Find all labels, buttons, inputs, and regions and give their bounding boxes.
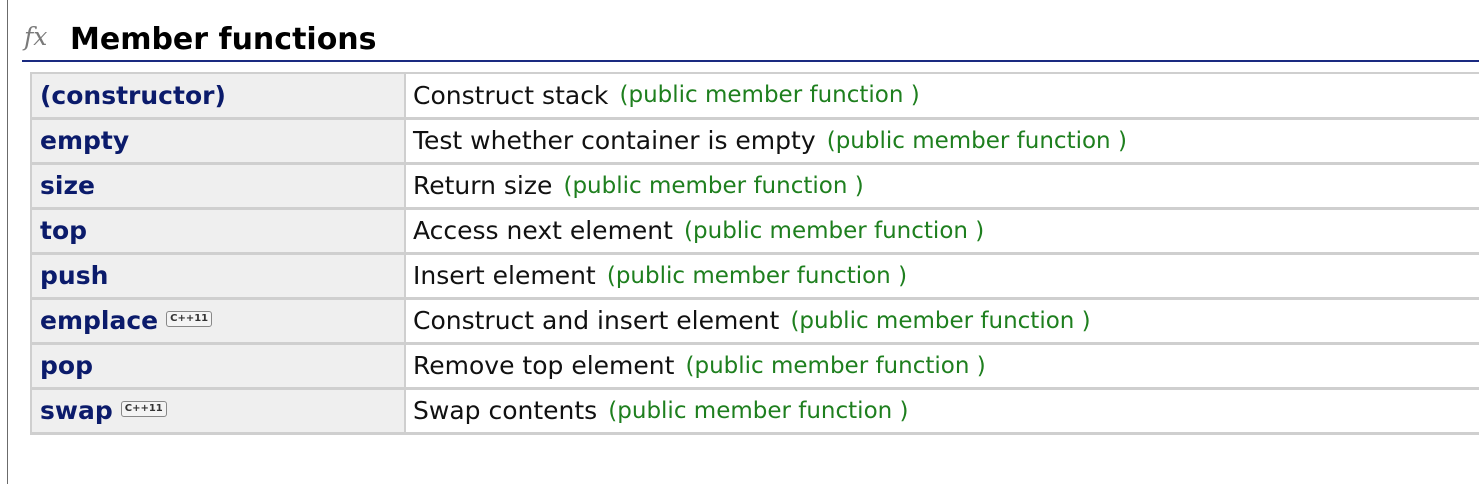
table-row: push Insert element (public member funct…	[30, 252, 1479, 300]
page-left-border	[0, 0, 8, 484]
function-link-push[interactable]: push	[40, 261, 109, 290]
function-link-top[interactable]: top	[40, 216, 88, 245]
function-name-cell: size	[30, 162, 406, 210]
section-title: Member functions	[70, 22, 377, 57]
table-row: pop Remove top element (public member fu…	[30, 342, 1479, 390]
table-row: empty Test whether container is empty (p…	[30, 117, 1479, 165]
function-link-emplace[interactable]: emplace	[40, 306, 159, 335]
function-type-note: (public member function )	[685, 352, 986, 379]
function-description: Return size	[413, 171, 553, 200]
function-type-note: (public member function )	[608, 397, 909, 424]
function-description-cell: Insert element (public member function )	[404, 252, 1479, 300]
function-description-cell: Remove top element (public member functi…	[404, 342, 1479, 390]
function-description-cell: Construct and insert element (public mem…	[404, 297, 1479, 345]
function-description: Test whether container is empty	[413, 126, 816, 155]
function-description: Swap contents	[413, 396, 598, 425]
member-functions-table: (constructor) Construct stack (public me…	[30, 72, 1479, 435]
function-name-cell: emplace C++11	[30, 297, 406, 345]
function-description: Construct stack	[413, 80, 609, 110]
function-name-cell: top	[30, 207, 406, 255]
table-row: swap C++11 Swap contents (public member f…	[30, 387, 1479, 435]
function-description: Insert element	[413, 261, 596, 290]
table-row: top Access next element (public member f…	[30, 207, 1479, 255]
fx-function-icon: fx	[24, 22, 48, 51]
function-link-swap[interactable]: swap	[40, 396, 113, 425]
function-link-constructor[interactable]: (constructor)	[40, 80, 226, 110]
function-type-note: (public member function )	[826, 127, 1127, 154]
function-type-note: (public member function )	[790, 307, 1091, 334]
function-type-note: (public member function )	[619, 82, 920, 109]
table-row: emplace C++11 Construct and insert elemen…	[30, 297, 1479, 345]
cpp11-badge: C++11	[166, 311, 213, 327]
function-name-cell: swap C++11	[30, 387, 406, 435]
function-name-cell: (constructor)	[30, 72, 406, 120]
table-row: (constructor) Construct stack (public me…	[30, 72, 1479, 120]
function-type-note: (public member function )	[684, 217, 985, 244]
function-description: Access next element	[413, 216, 673, 245]
function-description: Construct and insert element	[413, 306, 780, 335]
function-link-size[interactable]: size	[40, 171, 95, 200]
function-type-note: (public member function )	[563, 172, 864, 199]
function-description-cell: Construct stack (public member function …	[404, 72, 1479, 120]
function-name-cell: push	[30, 252, 406, 300]
table-row: size Return size (public member function…	[30, 162, 1479, 210]
function-name-cell: empty	[30, 117, 406, 165]
function-description-cell: Access next element (public member funct…	[404, 207, 1479, 255]
function-link-empty[interactable]: empty	[40, 126, 130, 155]
function-link-pop[interactable]: pop	[40, 351, 93, 380]
function-type-note: (public member function )	[606, 262, 908, 289]
function-description-cell: Test whether container is empty (public …	[404, 117, 1479, 165]
section-header: fx Member functions	[22, 18, 1479, 62]
cpp11-badge: C++11	[120, 401, 167, 417]
function-description-cell: Return size (public member function )	[404, 162, 1479, 210]
function-description: Remove top element	[413, 351, 675, 380]
function-name-cell: pop	[30, 342, 406, 390]
function-description-cell: Swap contents (public member function )	[404, 387, 1479, 435]
